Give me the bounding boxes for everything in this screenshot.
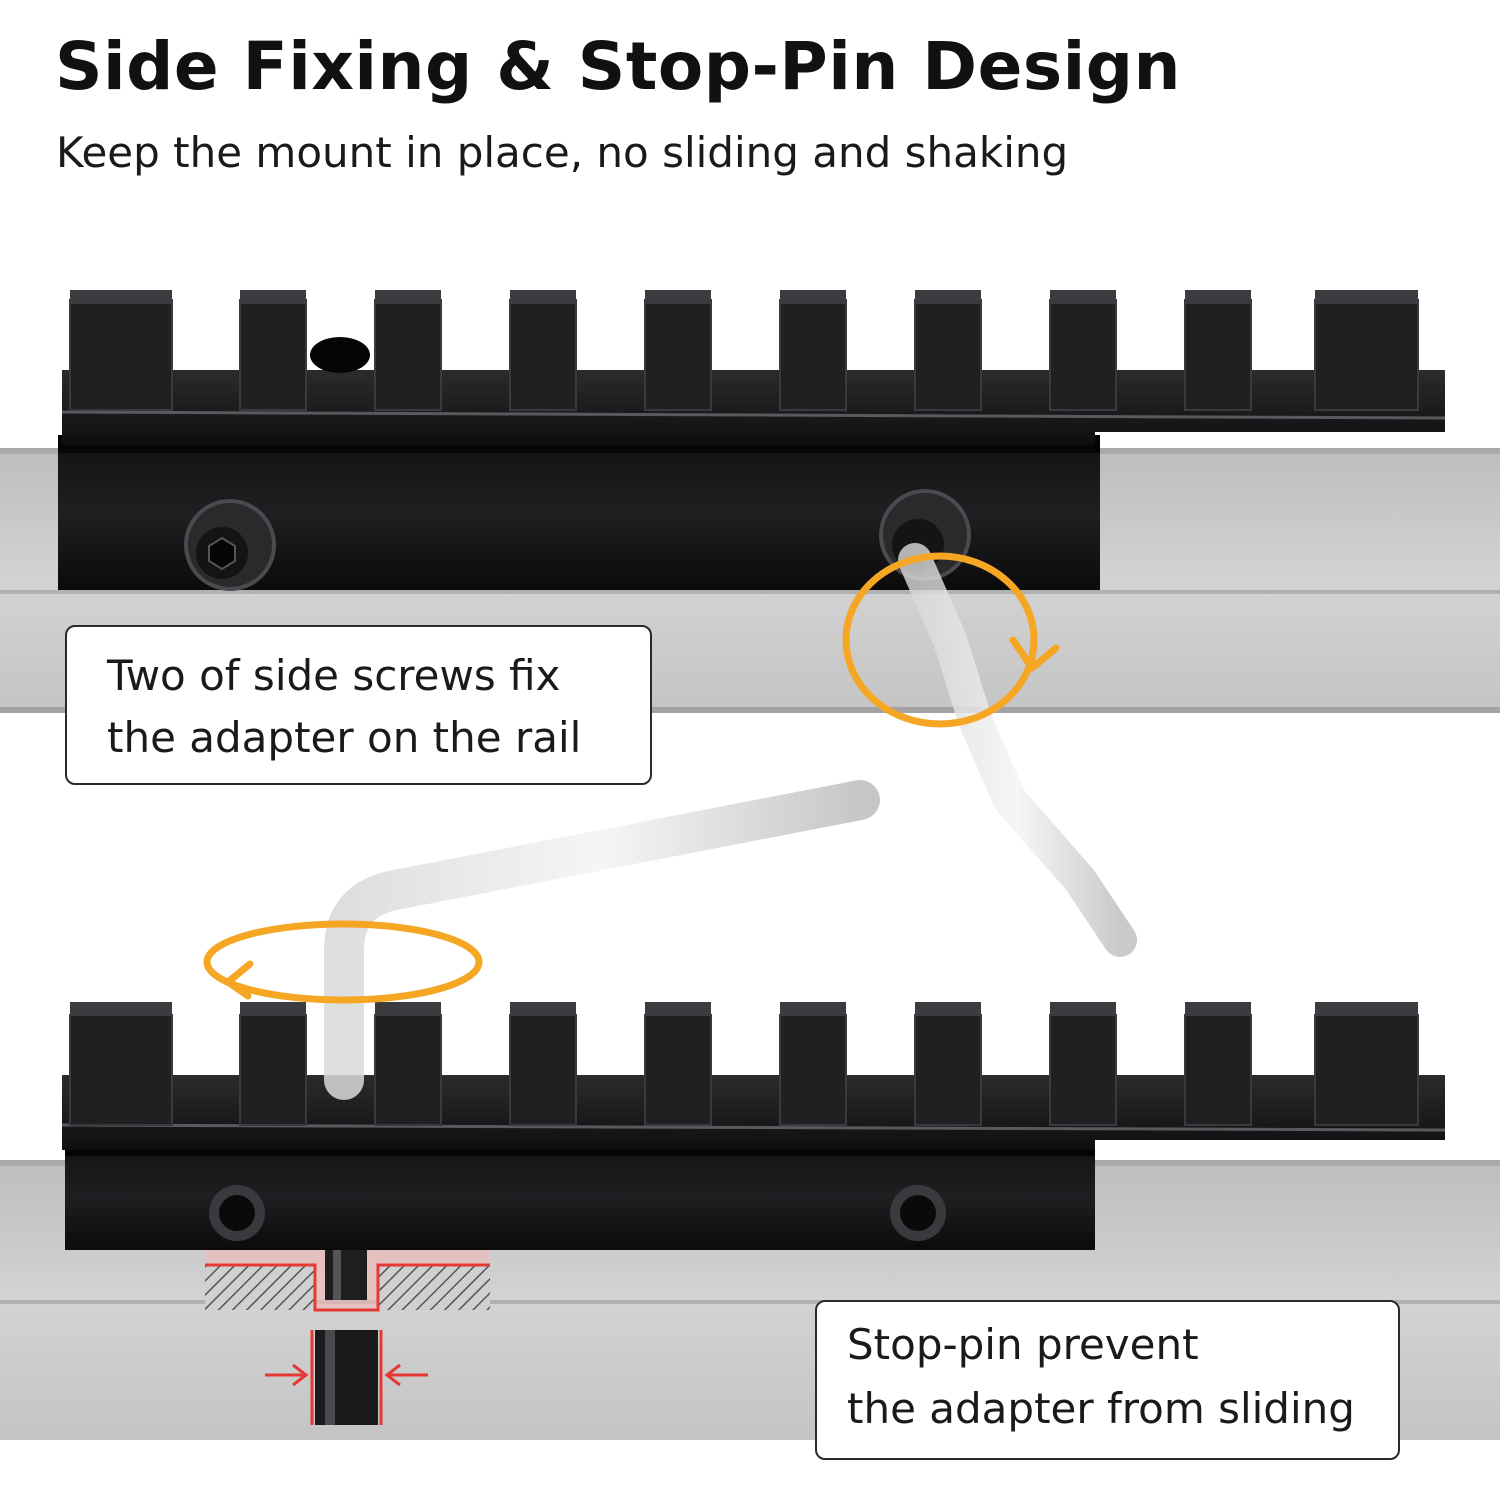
side-screws-callout-line-1: Two of side screws fix bbox=[107, 651, 561, 700]
stop-pin-hole bbox=[310, 337, 370, 373]
side-screws-callout: Two of side screws fix the adapter on th… bbox=[65, 625, 652, 785]
side-screw-left bbox=[184, 499, 276, 591]
page-subtitle: Keep the mount in place, no sliding and … bbox=[56, 128, 1069, 177]
hex-key-lower bbox=[324, 780, 880, 1100]
threaded-hole-left bbox=[209, 1185, 265, 1241]
clockwise-rotation-arrow-icon bbox=[842, 552, 1060, 728]
threaded-hole-right bbox=[890, 1185, 946, 1241]
pin-diameter-marker-icon bbox=[265, 1363, 428, 1387]
stop-pin-callout: Stop-pin prevent the adapter from slidin… bbox=[815, 1300, 1400, 1460]
hex-key-upper bbox=[898, 543, 1137, 957]
stop-pin-callout-line-1: Stop-pin prevent bbox=[847, 1320, 1199, 1369]
stop-pin-callout-line-2: the adapter from sliding bbox=[847, 1384, 1355, 1433]
lower-adapter-rail bbox=[61, 1002, 1446, 1250]
side-screws-callout-line-2: the adapter on the rail bbox=[107, 713, 582, 762]
page-title: Side Fixing & Stop-Pin Design bbox=[55, 28, 1181, 105]
horizontal-rotation-arrow-icon bbox=[203, 920, 483, 1004]
stop-pin-section bbox=[205, 1250, 490, 1425]
